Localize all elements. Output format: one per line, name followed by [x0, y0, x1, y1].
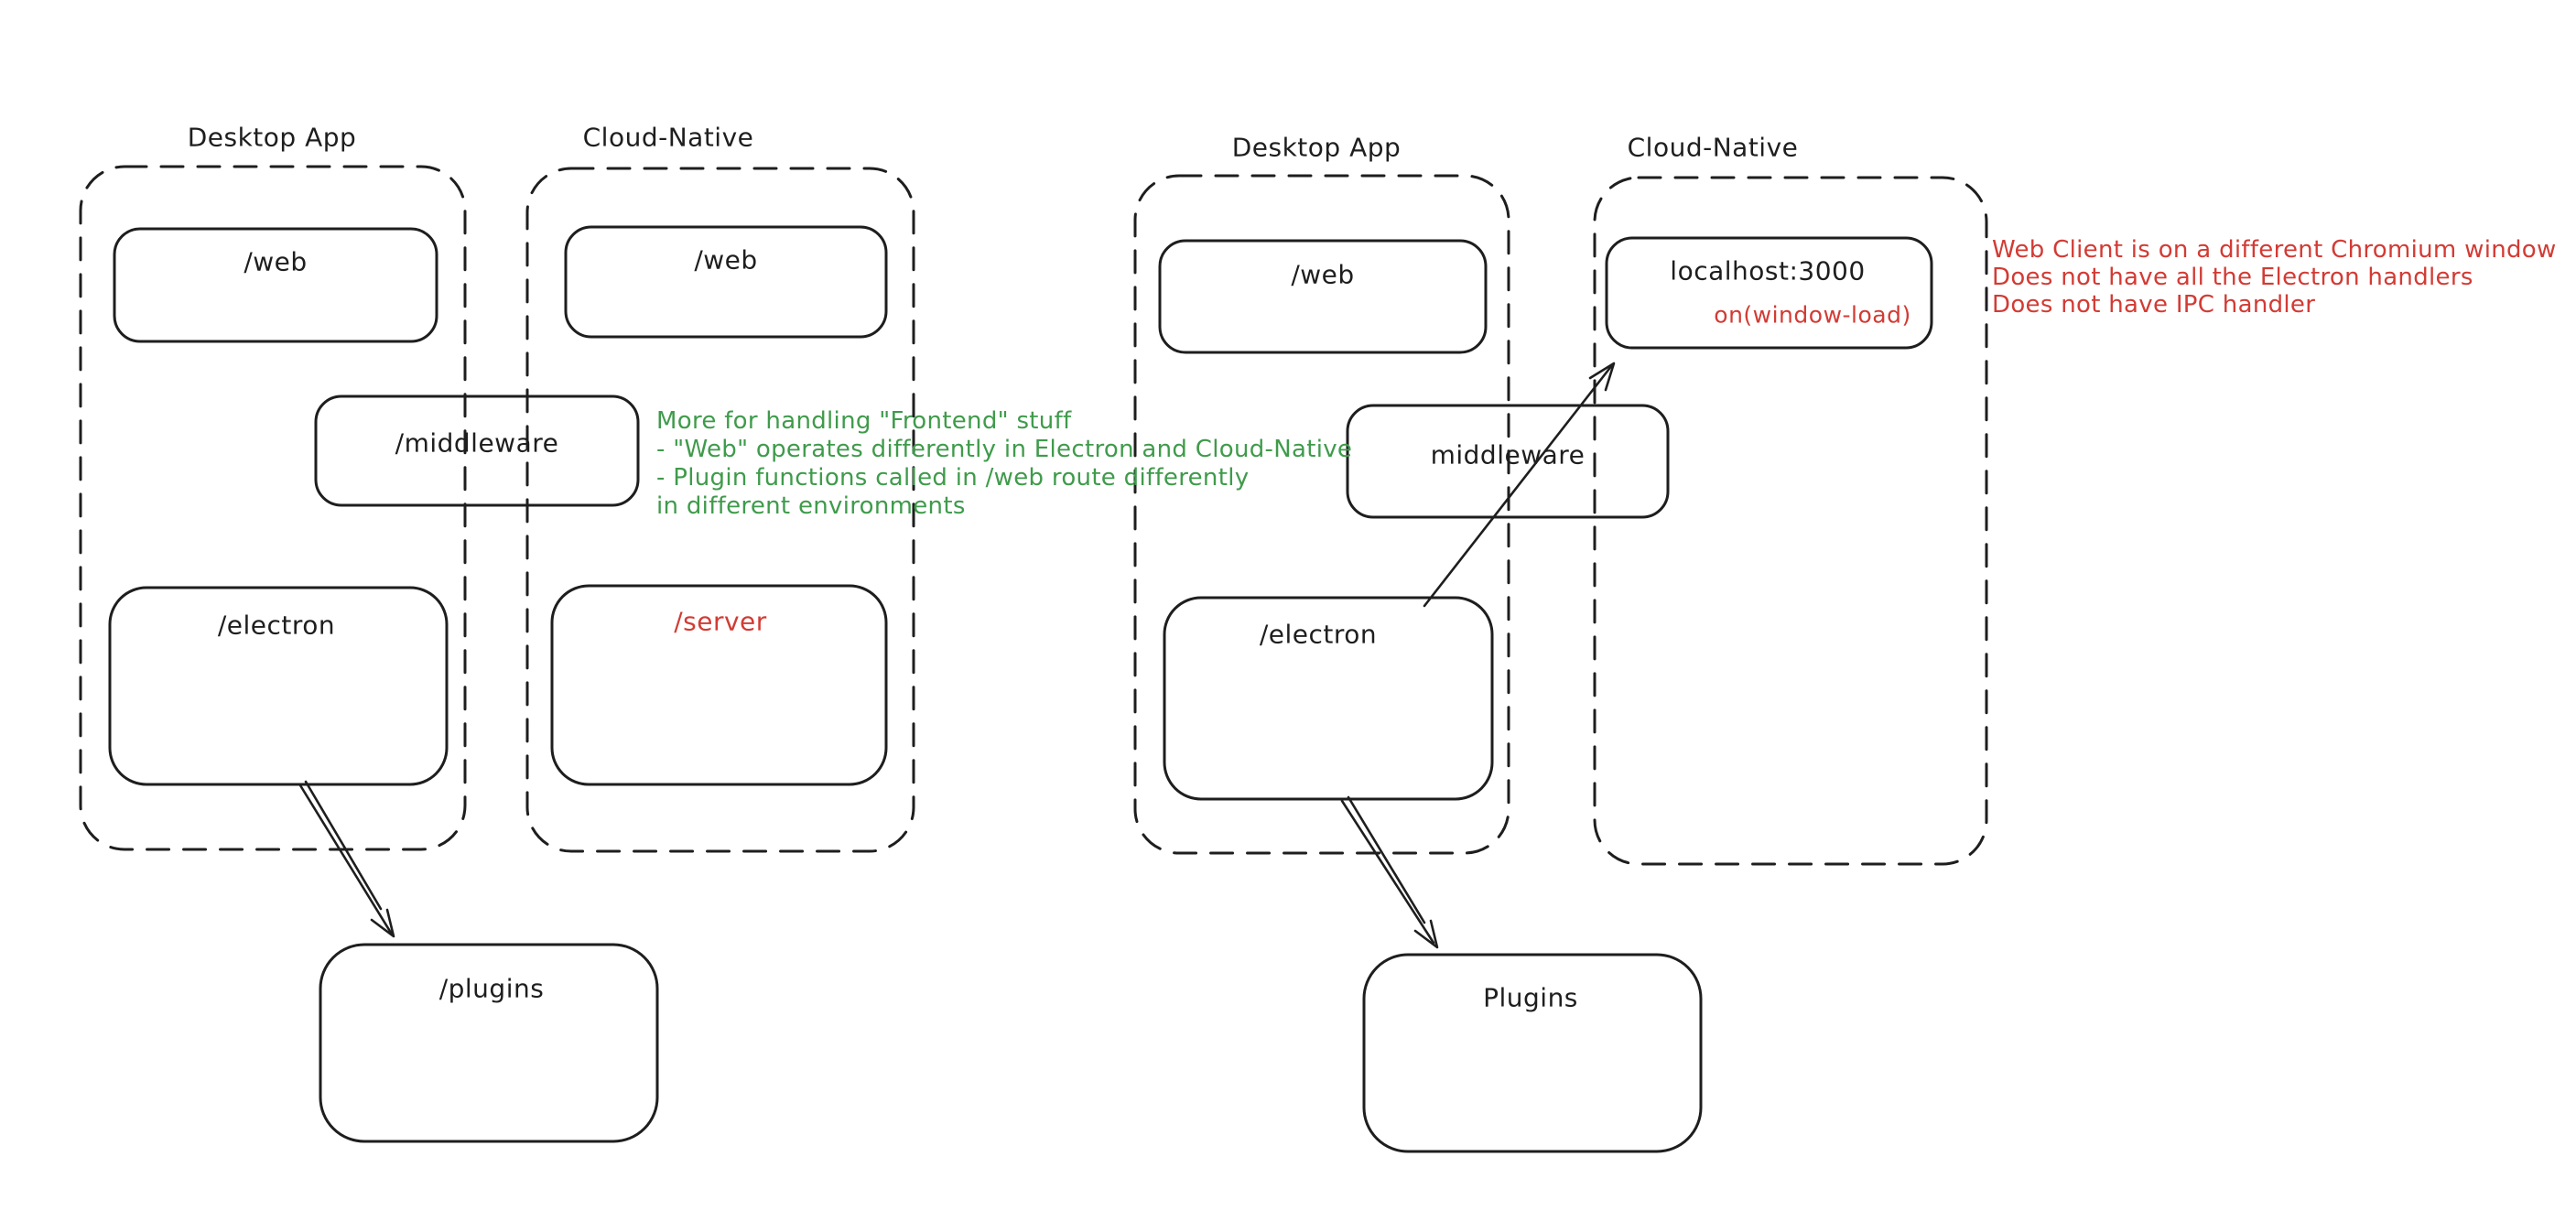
right-middleware-node-label: middleware: [1430, 439, 1586, 470]
arrow-shaft: [1340, 799, 1435, 945]
arrow-head: [1413, 919, 1439, 949]
right-electron-node[interactable]: [1163, 596, 1494, 801]
arrow-head: [370, 908, 395, 938]
left-cloud-web-node-label: /web: [694, 244, 758, 276]
red-note[interactable]: Web Client is on a different Chromium wi…: [1992, 236, 2557, 319]
arrow-shaft: [298, 784, 393, 935]
left-middleware-node-label: /middleware: [395, 427, 559, 459]
right-plugins-node[interactable]: [1362, 953, 1703, 1153]
left-desktop-container-box[interactable]: [79, 165, 467, 851]
arrow-shaft-sketch: [304, 780, 383, 911]
left-cloud-container-title: Cloud-Native: [582, 122, 754, 153]
on-window-load-label: on(window-load): [1714, 301, 1911, 329]
left-web-node[interactable]: [113, 227, 438, 343]
localhost-node-label: localhost:3000: [1670, 255, 1866, 286]
right-cloud-container-box[interactable]: [1593, 176, 1988, 866]
green-note[interactable]: More for handling "Frontend" stuff - "We…: [656, 407, 1352, 521]
green-note-line: in different environments: [656, 492, 966, 520]
right-middleware-node[interactable]: [1346, 404, 1670, 519]
localhost-node[interactable]: [1605, 236, 1933, 350]
left-electron-node[interactable]: [108, 586, 449, 786]
left-desktop-container-title: Desktop App: [187, 122, 357, 153]
arrow-electron-to-plugins-left[interactable]: [298, 780, 395, 938]
arrow-electron-to-plugins-right[interactable]: [1340, 795, 1439, 949]
left-plugins-node-label: /plugins: [438, 973, 545, 1004]
left-server-node-label: /server: [674, 606, 767, 637]
green-note-line: More for handling "Frontend" stuff: [656, 407, 1072, 435]
right-desktop-container-title: Desktop App: [1231, 132, 1402, 163]
right-web-node-label: /web: [1291, 259, 1355, 290]
left-server-node[interactable]: [550, 584, 888, 786]
right-plugins-node-label: Plugins: [1483, 982, 1578, 1013]
left-web-node-label: /web: [244, 246, 308, 277]
arrow-electron-to-localhost[interactable]: [1423, 362, 1616, 608]
green-note-line: - "Web" operates differently in Electron…: [656, 436, 1353, 463]
left-cloud-container-box[interactable]: [525, 167, 915, 853]
left-middleware-node[interactable]: [314, 394, 640, 507]
right-web-node[interactable]: [1158, 239, 1488, 354]
red-note-line: Web Client is on a different Chromium wi…: [1992, 236, 2557, 264]
right-electron-node-label: /electron: [1259, 619, 1378, 650]
red-note-line: Does not have IPC handler: [1992, 291, 2316, 319]
left-plugins-node[interactable]: [319, 943, 659, 1143]
green-note-line: - Plugin functions called in /web route …: [656, 464, 1250, 492]
red-note-line: Does not have all the Electron handlers: [1992, 264, 2473, 291]
arrow-shaft-sketch: [1347, 795, 1426, 924]
right-cloud-container-title: Cloud-Native: [1627, 132, 1799, 163]
left-electron-node-label: /electron: [217, 610, 336, 641]
right-desktop-container-box[interactable]: [1133, 174, 1510, 855]
left-cloud-web-node[interactable]: [564, 225, 888, 339]
arrow-head: [1588, 362, 1616, 392]
arrow-shaft: [1423, 363, 1614, 608]
